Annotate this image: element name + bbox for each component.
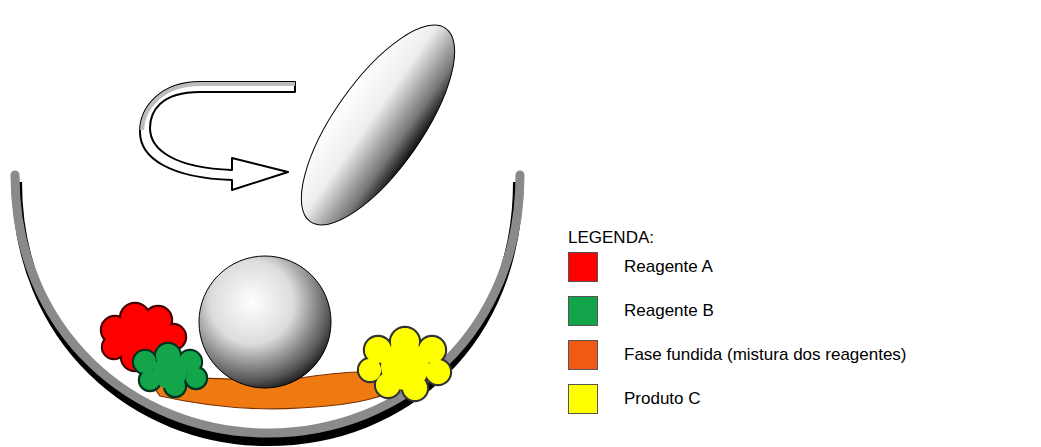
product-c-blob <box>358 327 451 401</box>
legend-text: Produto C <box>624 389 701 409</box>
legend-text: Reagente A <box>624 257 713 277</box>
mortar-bowl <box>15 175 520 433</box>
legend-swatch <box>568 296 598 326</box>
rotation-arrow-shade <box>142 84 295 130</box>
legend-swatch <box>568 384 598 414</box>
legend-text: Reagente B <box>624 301 714 321</box>
pestle-ball <box>199 256 331 388</box>
legend-text: Fase fundida (mistura dos reagentes) <box>624 345 907 365</box>
legend-swatch <box>568 252 598 282</box>
reagent-b-blob <box>133 343 207 397</box>
legend-swatch <box>568 340 598 370</box>
mortar-shadow <box>17 182 518 441</box>
pestle-handle <box>274 3 481 247</box>
legend-heading: LEGENDA: <box>568 228 654 248</box>
rotation-arrow <box>140 82 295 190</box>
